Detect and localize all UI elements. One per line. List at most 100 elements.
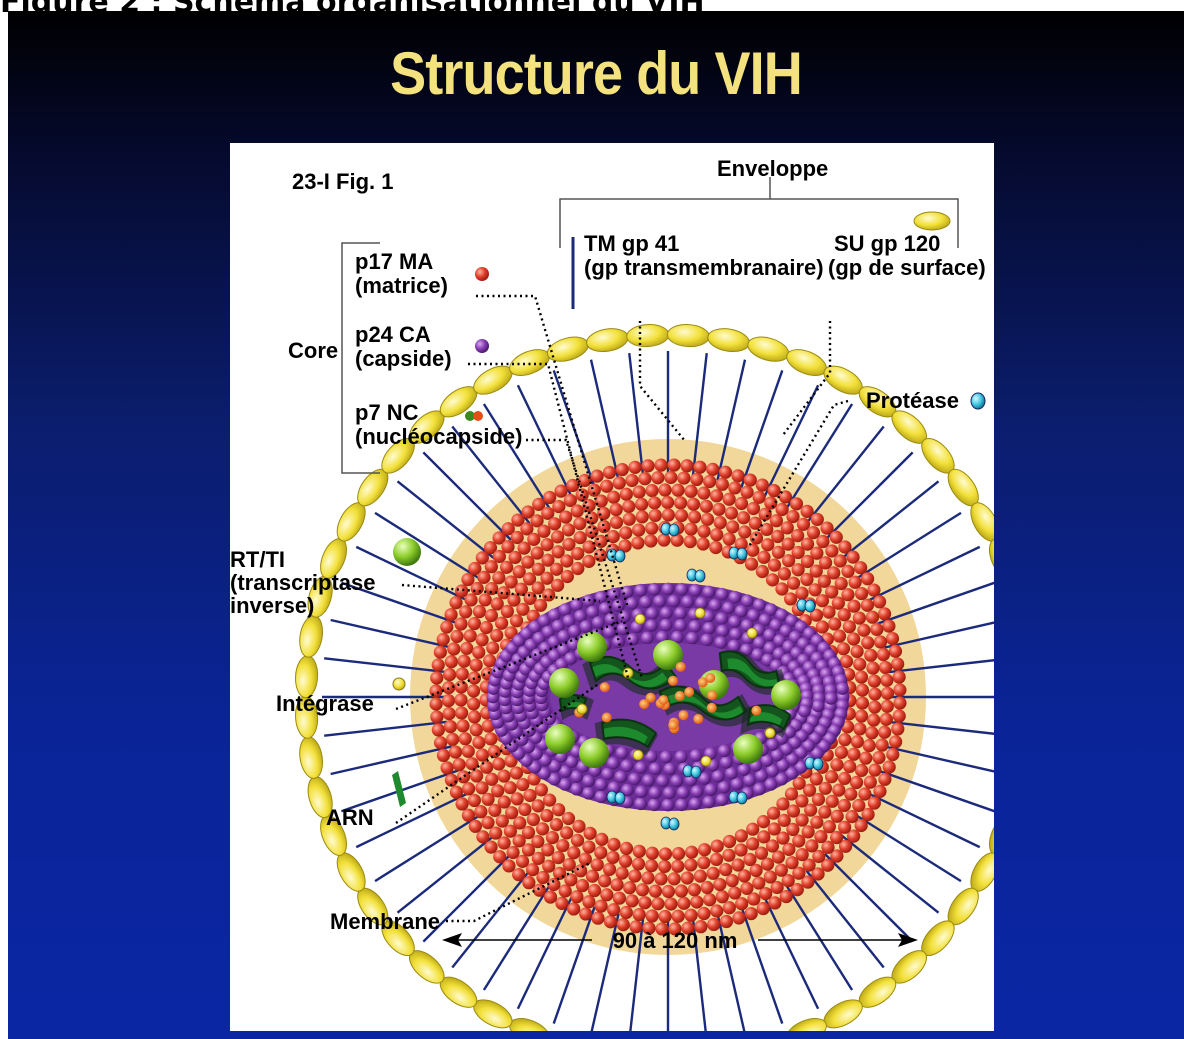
p24-capsid-particle xyxy=(607,757,620,770)
p17-matrix-particle xyxy=(453,758,466,771)
p17-matrix-particle xyxy=(741,486,754,499)
p17-matrix-particle xyxy=(598,874,611,887)
protease-particle xyxy=(615,550,625,562)
p17-matrix-particle xyxy=(671,484,684,497)
p24-capsid-particle xyxy=(628,773,641,786)
gp41-spoke xyxy=(825,452,913,540)
p17-matrix-particle xyxy=(552,851,565,864)
p17-matrix-particle xyxy=(828,617,841,630)
p17-matrix-particle xyxy=(847,632,860,645)
p17-matrix-particle xyxy=(484,732,497,745)
p17-matrix-particle xyxy=(490,629,503,642)
diagram-panel: 23-I Fig. 1 Enveloppe p17 MA (matrice) p… xyxy=(230,143,994,1031)
p17-matrix-particle xyxy=(759,508,772,521)
p7-nucleocapsid-particle xyxy=(668,676,678,686)
p17-matrix-particle xyxy=(550,563,563,576)
p24-capsid-particle xyxy=(703,622,716,635)
p24-capsid-particle xyxy=(603,625,616,638)
integrase-label: Intégrase xyxy=(276,691,374,716)
p24-capsid-particle xyxy=(580,620,593,633)
p17-matrix-particle xyxy=(886,748,899,761)
p17-matrix-particle xyxy=(546,831,559,844)
p17-matrix-particle xyxy=(853,658,866,671)
p17-matrix-particle xyxy=(893,696,906,709)
p17-matrix-particle xyxy=(873,595,886,608)
p24-capsid-particle xyxy=(674,619,687,632)
gp120-particle xyxy=(545,1028,591,1031)
p17-matrix-particle xyxy=(728,886,741,899)
p17-matrix-particle xyxy=(638,896,651,909)
p17-matrix-particle xyxy=(787,577,800,590)
p17-label: p17 MA xyxy=(355,249,433,274)
p17-matrix-particle xyxy=(693,461,706,474)
p24-capsid-particle xyxy=(595,790,608,803)
p17-matrix-particle xyxy=(477,571,490,584)
p17-matrix-particle xyxy=(732,911,745,924)
p7-label: p7 NC xyxy=(355,400,419,425)
p24-capsid-particle xyxy=(614,770,627,783)
p17-matrix-particle xyxy=(446,733,459,746)
p17-matrix-particle xyxy=(756,565,769,578)
p17-matrix-particle xyxy=(622,500,635,513)
p17-matrix-particle xyxy=(767,484,780,497)
p17-matrix-particle xyxy=(786,510,799,523)
p17-matrix-particle xyxy=(570,890,583,903)
protease-particle xyxy=(737,792,747,804)
p17-matrix-particle xyxy=(450,630,463,643)
p17-matrix-particle xyxy=(703,893,716,906)
tm-gp41-label: TM gp 41 xyxy=(584,231,679,256)
p17-matrix-particle xyxy=(846,551,859,564)
p17-matrix-particle xyxy=(684,858,697,871)
p24-capsid-particle xyxy=(645,619,658,632)
p17-matrix-particle xyxy=(838,733,851,746)
p24-capsid-particle xyxy=(689,797,702,810)
p17-matrix-particle xyxy=(697,525,710,538)
p24-capsid-particle xyxy=(568,625,581,638)
p17-matrix-particle xyxy=(455,680,468,693)
p24-capsid-particle xyxy=(656,775,669,788)
p24-capsid-particle xyxy=(662,583,675,596)
p17-matrix-particle xyxy=(710,489,723,502)
p17-matrix-particle xyxy=(867,583,880,596)
p17-matrix-particle xyxy=(441,761,454,774)
p17-matrix-particle xyxy=(659,847,672,860)
p24-capsid-particle xyxy=(686,632,699,645)
p17-matrix-particle xyxy=(644,534,657,547)
p17-matrix-particle xyxy=(850,776,863,789)
p17-matrix-particle xyxy=(855,709,868,722)
p17-matrix-particle xyxy=(745,557,758,570)
p17-matrix-particle xyxy=(868,674,881,687)
p17-matrix-particle xyxy=(633,908,646,921)
rt-particle xyxy=(771,680,801,710)
p17-matrix-particle xyxy=(857,624,870,637)
p17-matrix-particle xyxy=(654,872,667,885)
p17-matrix-particle xyxy=(719,863,732,876)
p17-matrix-particle xyxy=(616,867,629,880)
p17-matrix-particle xyxy=(661,496,674,509)
p24-capsid-particle xyxy=(700,633,713,646)
p17-matrix-particle xyxy=(746,837,759,850)
p17-matrix-particle xyxy=(671,860,684,873)
gp120-particle xyxy=(585,326,630,355)
p17-matrix-particle xyxy=(454,693,467,706)
p17-matrix-particle xyxy=(731,469,744,482)
p17-matrix-particle xyxy=(747,502,760,515)
p17-matrix-particle xyxy=(723,493,736,506)
rt-label: RT/TI xyxy=(230,547,285,572)
p17-matrix-particle xyxy=(600,480,613,493)
rt-particle xyxy=(549,668,579,698)
p17-matrix-particle xyxy=(489,826,502,839)
p24-capsid-particle xyxy=(570,599,583,612)
p17-matrix-particle xyxy=(470,658,483,671)
p17-matrix-particle xyxy=(456,667,469,680)
p17-matrix-particle xyxy=(444,720,457,733)
p17-matrix-particle xyxy=(874,635,887,648)
p17-matrix-particle xyxy=(505,806,518,819)
integrase-particle xyxy=(765,728,775,738)
p24-capsid-particle xyxy=(715,636,728,649)
p17-matrix-particle xyxy=(470,769,483,782)
p24-capsid-particle xyxy=(836,682,849,695)
p17-matrix-particle xyxy=(651,897,664,910)
p24-capsid-particle xyxy=(626,633,639,646)
p17-matrix-particle xyxy=(853,611,866,624)
